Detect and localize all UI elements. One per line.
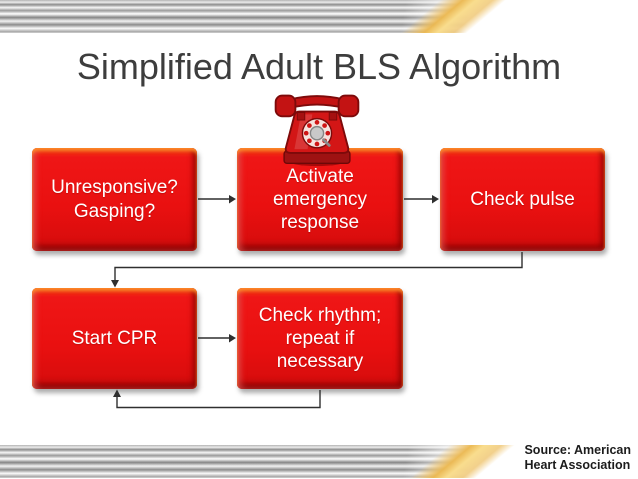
flow-box-check-rhythm: Check rhythm; repeat if necessary [237, 288, 403, 389]
flow-box-unresponsive: Unresponsive? Gasping? [32, 148, 197, 251]
source-attribution: Source: American Heart Association [524, 443, 631, 472]
flow-box-unresponsive-label: Unresponsive? Gasping? [51, 177, 178, 222]
flow-box-start-cpr-label: Start CPR [71, 327, 158, 349]
flow-box-check-pulse-label: Check pulse [470, 188, 575, 210]
flow-box-check-rhythm-label: Check rhythm; repeat if necessary [258, 304, 382, 373]
flow-box-activate-emergency-label: Activate emergency response [273, 165, 367, 234]
arrow-unresponsive-to-activate [198, 195, 236, 204]
connector-checkrhythm-loop-to-startcpr [113, 389, 321, 409]
connector-checkpulse-to-startcpr [111, 252, 523, 288]
flow-box-activate-emergency: Activate emergency response [237, 148, 403, 251]
slide-title: Simplified Adult BLS Algorithm [76, 46, 562, 87]
flow-box-start-cpr: Start CPR [32, 288, 197, 389]
flow-box-check-pulse: Check pulse [440, 148, 605, 251]
red-rotary-phone-icon [274, 94, 360, 167]
arrow-startcpr-to-checkrhythm [198, 334, 236, 343]
arrow-activate-to-checkpulse [404, 195, 439, 204]
